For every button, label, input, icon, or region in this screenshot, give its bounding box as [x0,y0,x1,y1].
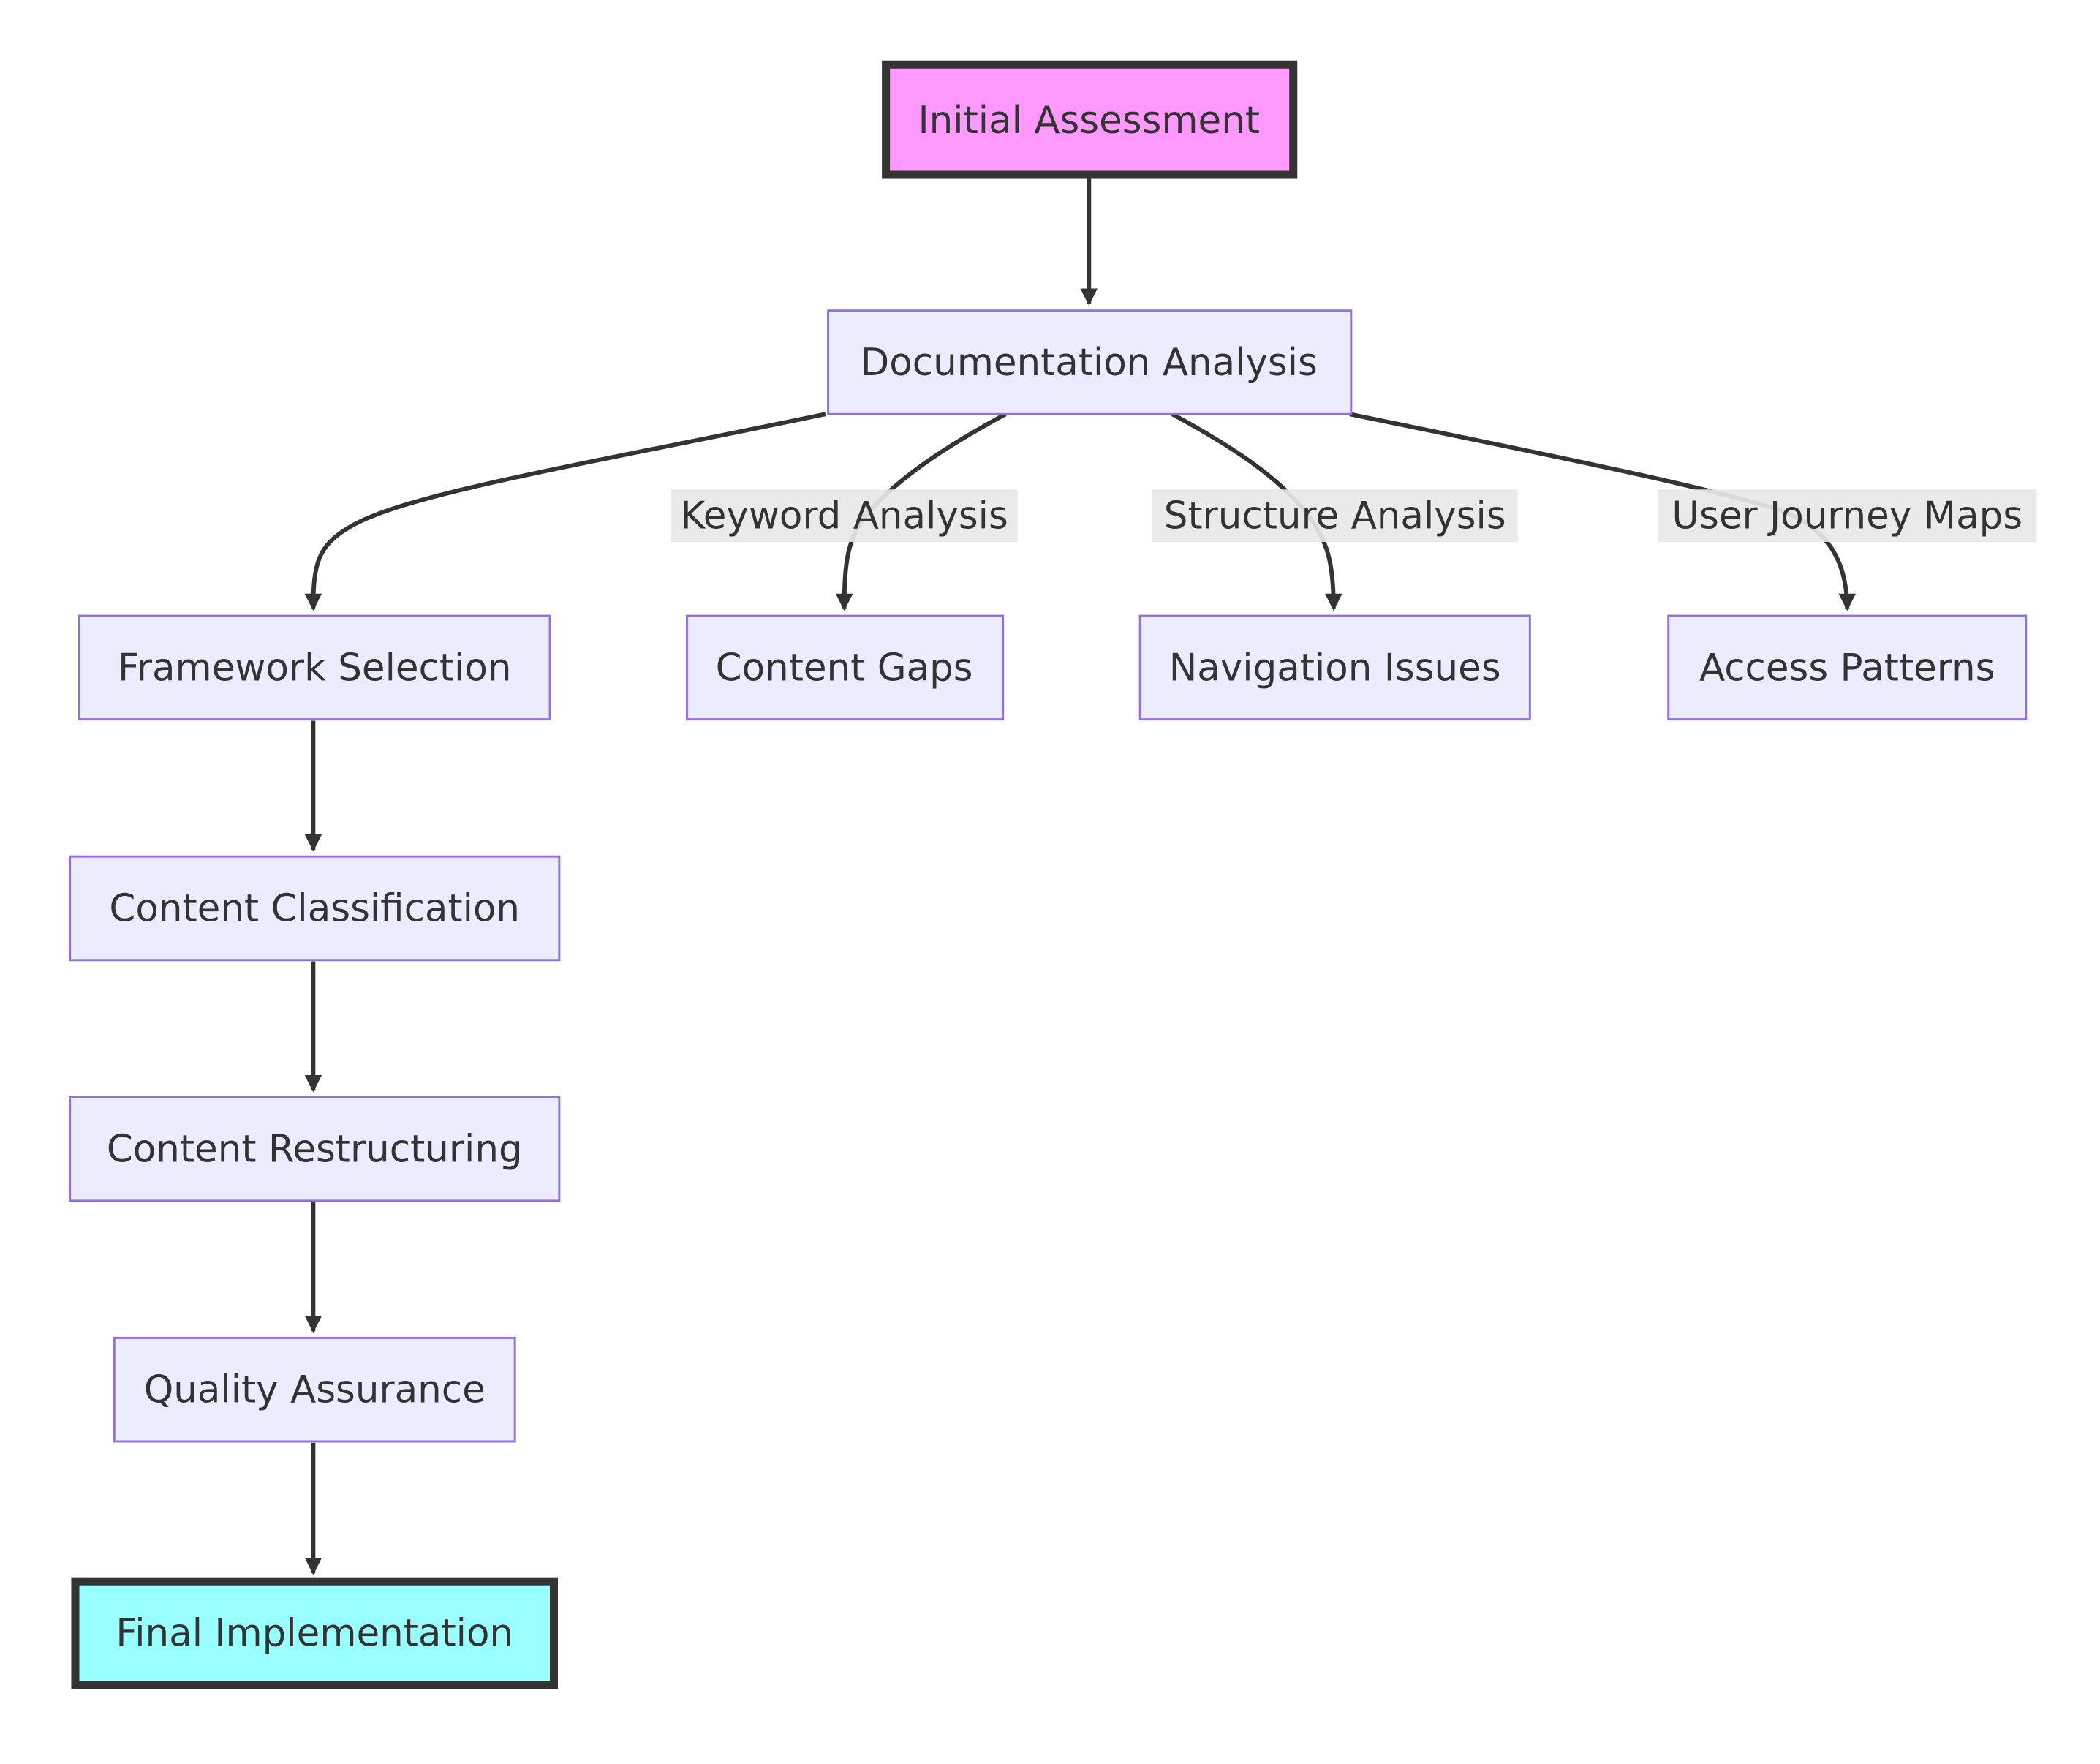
edge-documentation-to-framework [304,412,826,611]
node-navigation-issues: Navigation Issues [1138,614,1531,721]
node-framework-selection-label: Framework Selection [118,646,511,690]
node-content-restructuring: Content Restructuring [69,1096,561,1202]
node-access-patterns: Access Patterns [1667,614,2028,721]
node-documentation-analysis-label: Documentation Analysis [861,341,1318,385]
edge-label-keyword-analysis-text: Keyword Analysis [681,494,1008,538]
node-framework-selection: Framework Selection [78,614,551,721]
node-quality-assurance: Quality Assurance [113,1336,516,1443]
node-documentation-analysis: Documentation Analysis [827,309,1353,415]
edge-label-structure-analysis: Structure Analysis [1152,489,1518,542]
edge-label-user-journey-maps: User Journey Maps [1657,489,2037,542]
node-content-restructuring-label: Content Restructuring [107,1128,523,1172]
node-quality-assurance-label: Quality Assurance [144,1368,486,1412]
node-content-classification-label: Content Classification [109,886,520,930]
node-content-gaps-label: Content Gaps [716,646,973,690]
edge-label-keyword-analysis: Keyword Analysis [671,489,1018,542]
node-content-gaps: Content Gaps [686,614,1005,721]
node-final-implementation: Final Implementation [71,1577,559,1689]
node-final-implementation-label: Final Implementation [116,1611,513,1655]
node-access-patterns-label: Access Patterns [1699,646,1995,690]
node-initial-assessment-label: Initial Assessment [918,99,1261,143]
edge-label-structure-analysis-text: Structure Analysis [1164,494,1506,538]
node-initial-assessment: Initial Assessment [882,60,1298,179]
node-content-classification: Content Classification [69,855,561,962]
node-navigation-issues-label: Navigation Issues [1169,646,1501,690]
edge-label-user-journey-maps-text: User Journey Maps [1672,494,2022,538]
